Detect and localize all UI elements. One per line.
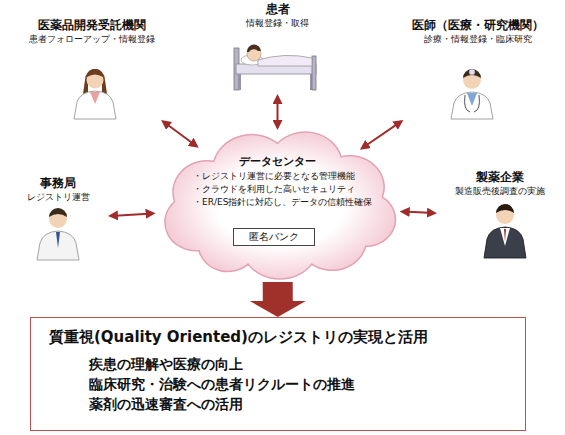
hair xyxy=(83,69,107,94)
secretariat-illustration xyxy=(37,208,79,260)
blanket xyxy=(258,55,312,66)
stethoscope xyxy=(465,95,480,112)
tie xyxy=(504,229,506,242)
block-arrow xyxy=(250,282,306,317)
cloud-heading: データセンター xyxy=(155,130,400,170)
box-node: 匿名バンク xyxy=(233,228,315,246)
double-arrow xyxy=(111,213,153,216)
actor-role: 製造販売後調査の実施 xyxy=(437,185,563,197)
actor-node: 医師（医療・研究機関）診療・情報登録・臨床研究 xyxy=(393,18,563,120)
white-coat xyxy=(451,92,493,119)
actor-heading: 医薬品開発受託機関 xyxy=(12,18,172,33)
double-arrow xyxy=(277,97,279,127)
shirt xyxy=(500,228,510,246)
white-coat xyxy=(74,91,116,119)
shirt xyxy=(37,231,79,260)
actor-role: 患者フォローアップ・情報登録 xyxy=(12,33,172,45)
feature-bullet: ・ER/ES指針に対応し、データの信頼性確保 xyxy=(155,196,400,209)
actor-node: 患者情報登録・取得 xyxy=(210,2,345,94)
feature-bullet: ・クラウドを利用した高いセキュリティ xyxy=(155,183,400,196)
head-mirror xyxy=(469,69,475,75)
actor-node: 医薬品開発受託機関患者フォローアップ・情報登録 xyxy=(12,18,172,120)
hair xyxy=(496,204,514,213)
outcome-heading: 質重視(Quality Oriented)のレジストリの実現と活用 xyxy=(49,326,525,348)
outcome-item: 疾患の理解や医療の向上 xyxy=(49,354,525,374)
double-arrow xyxy=(164,122,197,146)
double-arrow xyxy=(362,122,401,148)
actor-role: レジストリ運営 xyxy=(8,191,108,203)
cloud-node: データセンター・レジストリ運営に必要となる管理機能・クラウドを利用した高いセキュ… xyxy=(155,130,400,282)
actor-role: 情報登録・取得 xyxy=(210,17,345,29)
bed-leg xyxy=(238,74,241,90)
tie xyxy=(56,232,60,248)
actor-role: 診療・情報登録・臨床研究 xyxy=(393,33,563,45)
actor-node: 事務局レジストリ運営 xyxy=(8,176,108,262)
feature-bullet: ・レジストリ運営に必要となる管理機能 xyxy=(155,170,400,183)
patient-hair xyxy=(247,44,261,52)
box-node: 質重視(Quality Oriented)のレジストリの実現と活用疾患の理解や医… xyxy=(30,317,526,431)
blouse xyxy=(90,92,100,104)
shirt xyxy=(467,93,477,106)
doctor-illustration xyxy=(451,69,493,119)
double-arrow xyxy=(403,212,434,213)
actor-node: 製薬企業製造販売後調査の実施 xyxy=(437,170,563,262)
actor-heading: 医師（医療・研究機関） xyxy=(393,18,563,33)
pharma-staff-illustration xyxy=(484,204,526,258)
actor-heading: 患者 xyxy=(210,2,345,17)
actor-heading: 事務局 xyxy=(8,176,108,191)
suit xyxy=(484,227,526,258)
outcome-item: 薬剤の迅速審査への活用 xyxy=(49,394,525,414)
outcome-item: 臨床研究・治験への患者リクルートの推進 xyxy=(49,374,525,394)
bed-footboard xyxy=(312,56,316,90)
bank-label: 匿名バンク xyxy=(234,229,314,245)
hair xyxy=(49,208,67,217)
cro-staff-illustration xyxy=(74,69,116,119)
hair xyxy=(463,69,481,78)
actor-heading: 製薬企業 xyxy=(437,170,563,185)
fringe xyxy=(87,69,103,77)
patient-bed-illustration xyxy=(234,44,316,90)
